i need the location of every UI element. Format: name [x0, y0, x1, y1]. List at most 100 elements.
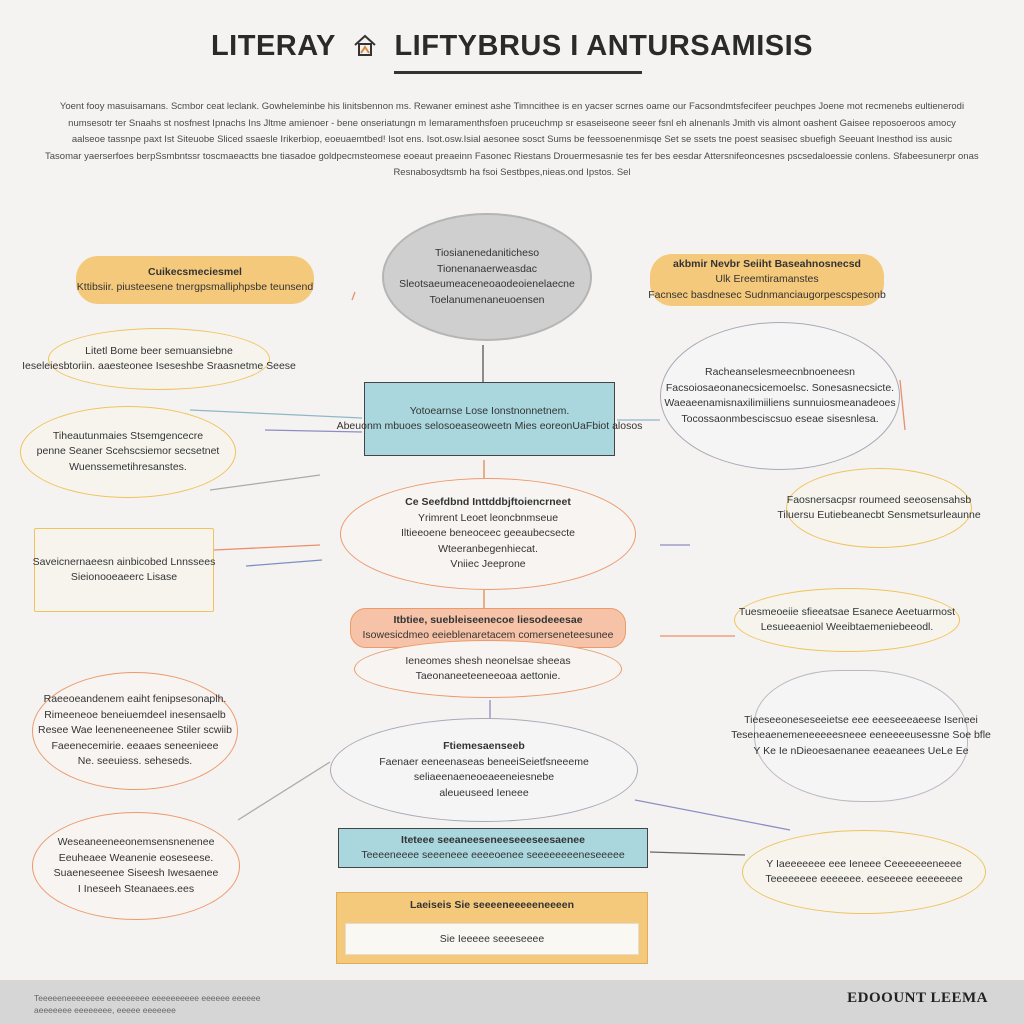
node-text: Tieeseeoneseseeietse eee eeeseeeaeese Is…: [744, 713, 978, 726]
connector: [209, 474, 321, 491]
node-text: Ne. seeuiess. seheseds.: [77, 755, 193, 768]
left-oval-node-4[interactable]: Weseaneeneeonemsensnenenee Eeuheaee Wean…: [32, 812, 240, 920]
right-oval-node-1[interactable]: Racheanselesmeecnbnoeneesn Facsoiosaeona…: [660, 322, 900, 470]
connector: [899, 379, 906, 431]
top-right-pill-node[interactable]: akbmir Nevbr Seiiht Baseahnosnecsd Ulk E…: [648, 254, 886, 306]
left-oval-node-1[interactable]: Litetl Bome beer semuansiebne Ieseleiesb…: [22, 328, 296, 390]
node-text: Faeenecemirie. eeaaes seneenieee: [51, 739, 219, 752]
footer-note: Teeeeeneeeeeeee eeeeeeeee eeeeeeeeee eee…: [34, 992, 260, 1016]
left-oval-node-3[interactable]: Raeeoeandenem eaiht fenipsesonaplh. Rime…: [32, 672, 238, 790]
node-text: Sleotsaeumeaceneoaodeoienelaecne: [399, 278, 575, 290]
node-text: Isowesicdmeo eeieblenaretacem comersenet…: [362, 629, 614, 641]
connector: [634, 799, 791, 831]
footer-note-line: Teeeeeneeeeeeee eeeeeeeee eeeeeeeeee eee…: [34, 993, 261, 1003]
node-text: Waeaeenamisnaxilimiiliens sunnuiosmeanad…: [664, 397, 896, 409]
intro-line: Yoent fooy masuisamans. Scmbor ceat lecl…: [59, 101, 965, 112]
node-text: Racheanselesmeecnbnoeneesn: [704, 366, 856, 378]
center-orange-oval-node[interactable]: Ieneomes shesh neonelsae sheeas Taeonane…: [354, 640, 622, 698]
node-title: Ftiemesaenseeb: [443, 740, 525, 752]
connector: [245, 559, 323, 567]
node-text: Teseneaenemeneeeeesneee eeneeeeusessne S…: [731, 729, 991, 742]
center-teal-box-2[interactable]: Iteteee seeaneeseneeseeeseesaenee Teeeen…: [338, 828, 648, 868]
connector: [351, 291, 356, 301]
node-text: Teeeeneeee seeeneee eeeeoenee seeeeeeeen…: [361, 849, 625, 861]
connector: [213, 544, 321, 551]
footer-brand: EDOOUNT LEEMA: [847, 990, 988, 1006]
intro-line: Resnabosydtsmb ha fsoi Sestbpes,nieas.on…: [393, 167, 631, 178]
node-text: Tuesmeoeiie sfieeatsae Esanece Aeetuarmo…: [738, 605, 956, 618]
node-text: Ulk Ereemtiramanstes: [715, 273, 819, 286]
connector: [189, 409, 363, 419]
node-text: Yotoearnse Lose Ionstnonnetnem.: [409, 404, 570, 417]
node-text: Rimeeneoe beneiuemdeel inesensaelb: [44, 708, 226, 721]
node-title: Iteteee seeaneeseneeseeeseesaenee: [401, 833, 585, 846]
node-text: Iltieeoene beneoceec geeaubecsecte: [401, 527, 575, 540]
connector: [237, 761, 331, 821]
left-box-node[interactable]: Saveicnernaeesn ainbicobed Lnnssees Siei…: [32, 528, 216, 612]
node-text: Eeuheaee Weanenie eoseseese.: [58, 851, 214, 864]
center-oval-node[interactable]: Ce Seefdbnd Inttddbjftoiencrneet Yrimren…: [340, 478, 636, 590]
node-text: Tocossaonmbesciscsuo eseae sisesnlesa.: [681, 412, 879, 425]
node-text: Suaeneseenee Siseesh Iwesaenee: [53, 867, 219, 879]
node-text: Tiheautunmaies Stsemgencecre: [52, 429, 204, 442]
intro-paragraph: Yoent fooy masuisamans. Scmbor ceat lecl…: [45, 99, 979, 182]
node-title: Laeiseis Sie seeeeneeeeeneeeen: [409, 899, 575, 911]
title-left: LITERAY: [210, 30, 336, 62]
node-title: Cuikecsmeciesmel: [148, 265, 242, 278]
node-title: Itbtiee, suebleiseenecoe liesodeeesae: [393, 613, 583, 626]
page-title: LITERAY LIFTYBRUS I ANTURSAMISIS: [0, 30, 1024, 63]
node-text: seliaeenaeneoeaeeneiesnebe: [413, 771, 555, 783]
house-logo-icon: [354, 34, 376, 56]
node-text: Litetl Bome beer semuansiebne: [85, 344, 233, 357]
node-text: Kttibsiir. piusteesene tnergpsmalliphpsb…: [76, 281, 314, 293]
node-text: Ieneomes shesh neonelsae sheeas: [405, 654, 571, 667]
node-text: Toelanumenaneuoensen: [429, 293, 545, 306]
intro-line: aalseoe tassnpe paxt Ist Siteuobe Sliced…: [71, 134, 953, 145]
title-right: LIFTYBRUS I ANTURSAMISIS: [394, 30, 814, 62]
node-text: Raeeoeandenem eaiht fenipsesonaplh.: [43, 693, 227, 706]
node-text: Y Ke Ie nDieoesaenanee eeaeanees UeLe Ee: [753, 744, 969, 757]
node-text: Faosnersacpsr roumeed seeosensahsb: [786, 493, 972, 506]
node-text: Lesueeaeniol Weeibtaemeniebeeodl.: [760, 621, 934, 633]
node-text: Taeonaneeteeneeoaa aettonie.: [415, 670, 561, 682]
node-text: Teeeeeeee eeeeeee. eeseeeee eeeeeeee: [765, 873, 963, 885]
node-text: penne Seaner Scehscsiemor secsetnet: [36, 445, 220, 458]
node-text: Wteeranbegenhiecat.: [438, 542, 538, 555]
title-underline: [394, 71, 642, 74]
node-text: Ieseleiesbtoriin. aaesteonee Iseseshbe S…: [22, 360, 296, 372]
connector: [264, 429, 363, 433]
center-gray-oval-node[interactable]: Ftiemesaenseeb Faenaer eeneenaseas benee…: [330, 718, 638, 822]
center-teal-box-1[interactable]: Yotoearnse Lose Ionstnonnetnem. Abeuonm …: [337, 382, 642, 456]
node-text: Sieionooeaeerc Lisase: [70, 571, 178, 583]
intro-line: numsesotr ter Snaahs st nosfnest Ipnachs…: [68, 117, 956, 129]
node-text: Sie Ieeeee seeeseeee: [345, 923, 639, 955]
node-text: aleueuseed Ieneee: [439, 786, 529, 799]
node-text: Resee Wae leeneneeneenee Stiler scwiib: [38, 724, 232, 737]
left-oval-node-2[interactable]: Tiheautunmaies Stsemgencecre penne Seane…: [20, 406, 236, 498]
right-oval-node-3[interactable]: Tuesmeoeiie sfieeatsae Esanece Aeetuarmo…: [734, 588, 960, 652]
node-text: Yrimrent Leoet leoncbnmseue: [417, 511, 559, 524]
connector: [649, 851, 746, 856]
node-text: Weseaneeneeonemsensnenenee: [57, 836, 215, 848]
node-text: Faenaer eeneenaseas beneeiSeietfsneeeme: [379, 755, 589, 768]
node-text: Saveicnernaeesn ainbicobed Lnnssees: [32, 555, 216, 568]
right-oval-node-4[interactable]: Y Iaeeeeeee eee Ieneee Ceeeeeeeneeee Tee…: [742, 830, 986, 914]
node-text: I Ineseeh Steanaees.ees: [77, 882, 195, 895]
footer-bar: Teeeeeneeeeeeee eeeeeeeee eeeeeeeeee eee…: [0, 980, 1024, 1024]
node-title: Ce Seefdbnd Inttddbjftoiencrneet: [405, 496, 571, 509]
intro-line: Tasomar yaerserfoes berpSsmbntssr toscma…: [45, 150, 979, 162]
footer-note-line: aeeeeeee eeeeeeee, eeeee eeeeeee: [34, 1005, 176, 1015]
top-left-pill-node[interactable]: Cuikecsmeciesmel Kttibsiir. piusteesene …: [76, 256, 314, 304]
node-text: Tiosianenedaniticheso: [434, 247, 540, 259]
right-cloud-node[interactable]: Tieeseeoneseseeietse eee eeeseeeaeese Is…: [731, 670, 991, 802]
right-oval-node-2[interactable]: Faosnersacpsr roumeed seeosensahsb Tilue…: [777, 468, 981, 548]
top-center-cloud-node[interactable]: Tiosianenedaniticheso Tionenanaerweasdac…: [382, 213, 592, 341]
center-yellow-box-node[interactable]: Laeiseis Sie seeeeneeeeeneeeen Sie Ieeee…: [336, 892, 648, 964]
node-text: Facnsec basdnesec Sudnmanciaugorpescspes…: [648, 288, 886, 301]
node-text: Vniiec Jeeprone: [450, 558, 526, 571]
node-text: Y Iaeeeeeee eee Ieneee Ceeeeeeeneeee: [766, 857, 962, 870]
node-text: Tionenanaerweasdac: [436, 262, 537, 275]
node-text: Facsoiosaeonanecsicemoelsc. Sonesasnecsi…: [665, 381, 895, 394]
node-text: Wuenssemetihresanstes.: [69, 460, 187, 473]
